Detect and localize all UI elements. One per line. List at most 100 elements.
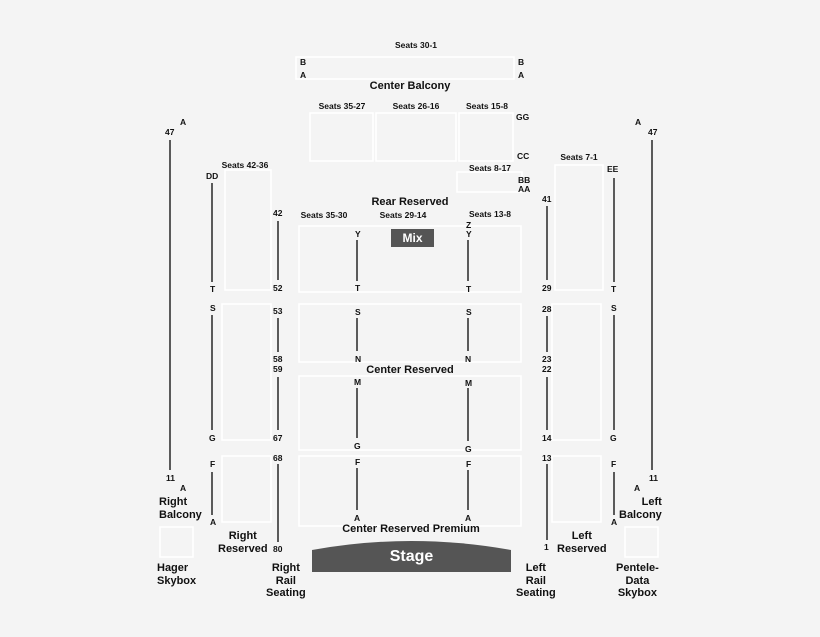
row-marker: G bbox=[209, 433, 216, 443]
seat-marker: 58 bbox=[273, 354, 283, 364]
row-marker: 47 bbox=[648, 127, 658, 137]
skybox[interactable] bbox=[624, 526, 659, 558]
mix-booth: Mix bbox=[391, 229, 434, 247]
center-balcony-label[interactable]: Center Balcony bbox=[369, 80, 451, 92]
row-marker: F bbox=[466, 459, 472, 469]
seat-marker: 28 bbox=[542, 304, 552, 314]
row-marker: A bbox=[180, 483, 187, 493]
row-marker: G bbox=[610, 433, 617, 443]
row-marker: N bbox=[355, 354, 362, 364]
seat-range-label: Seats 30-1 bbox=[394, 40, 438, 50]
side-section[interactable] bbox=[551, 303, 602, 441]
side-box[interactable] bbox=[224, 169, 272, 291]
row-marker: 11 bbox=[166, 473, 175, 483]
left-reserved-label[interactable]: Left Reserved bbox=[557, 530, 607, 555]
row-marker: F bbox=[210, 459, 216, 469]
row-marker: A bbox=[465, 513, 472, 523]
hager-skybox-label[interactable]: Hager Skybox bbox=[157, 562, 197, 587]
seat-marker: 59 bbox=[273, 364, 283, 374]
balcony-box[interactable] bbox=[458, 112, 514, 162]
seat-marker: 53 bbox=[273, 306, 283, 316]
seat-marker: 52 bbox=[273, 283, 283, 293]
rear-reserved-label[interactable]: Rear Reserved bbox=[371, 196, 449, 208]
row-marker: GG bbox=[516, 112, 530, 122]
row-marker: A bbox=[518, 70, 525, 80]
seat-range-label: Seats 26-16 bbox=[392, 101, 440, 111]
left-rail-seating-label[interactable]: Left Rail Seating bbox=[516, 562, 556, 600]
row-marker: G bbox=[465, 444, 472, 454]
center-reserved-section[interactable] bbox=[298, 303, 522, 363]
row-marker: F bbox=[355, 457, 361, 467]
balcony-box[interactable] bbox=[295, 56, 515, 80]
row-marker: S bbox=[466, 307, 472, 317]
row-marker: T bbox=[355, 283, 361, 293]
row-marker: S bbox=[355, 307, 361, 317]
center-reserved-label[interactable]: Center Reserved bbox=[366, 364, 454, 376]
row-marker: N bbox=[465, 354, 472, 364]
row-marker: F bbox=[611, 459, 617, 469]
rear-box[interactable] bbox=[456, 171, 523, 193]
seat-marker: 13 bbox=[542, 453, 552, 463]
seat-range-label: Seats 42-36 bbox=[221, 160, 269, 170]
row-marker: EE bbox=[607, 164, 619, 174]
row-marker: A bbox=[300, 70, 307, 80]
seat-range-label: Seats 8-17 bbox=[468, 163, 512, 173]
right-rail-seating-label[interactable]: Right Rail Seating bbox=[266, 562, 306, 600]
stage-label: Stage bbox=[389, 548, 434, 565]
row-marker: DD bbox=[206, 171, 219, 181]
seat-range-label: Seats 35-30 bbox=[300, 210, 348, 220]
seat-marker: 29 bbox=[542, 283, 552, 293]
row-marker: S bbox=[210, 303, 216, 313]
row-marker: 11 bbox=[649, 473, 658, 483]
row-marker: A bbox=[180, 117, 187, 127]
row-marker: Y bbox=[355, 229, 361, 239]
seat-range-label: Seats 35-27 bbox=[318, 101, 366, 111]
side-section[interactable] bbox=[221, 303, 272, 441]
side-section[interactable] bbox=[551, 455, 602, 523]
seat-marker: 67 bbox=[273, 433, 283, 443]
row-marker: T bbox=[210, 284, 216, 294]
row-marker: CC bbox=[517, 151, 530, 161]
row-marker: B bbox=[518, 57, 525, 67]
row-marker: AA bbox=[518, 184, 531, 194]
row-marker: B bbox=[300, 57, 307, 67]
rear-reserved-section[interactable] bbox=[298, 225, 522, 293]
seat-marker: 14 bbox=[542, 433, 552, 443]
skybox[interactable] bbox=[159, 526, 194, 558]
side-box[interactable] bbox=[554, 164, 604, 291]
seat-marker: 42 bbox=[273, 208, 283, 218]
row-marker: A bbox=[210, 517, 217, 527]
row-marker: A bbox=[611, 517, 618, 527]
center-reserved-premium-label[interactable]: Center Reserved Premium bbox=[342, 523, 480, 535]
seat-marker: 41 bbox=[542, 194, 552, 204]
seat-marker: 22 bbox=[542, 364, 552, 374]
row-marker: A bbox=[354, 513, 361, 523]
row-marker: M bbox=[465, 378, 473, 388]
row-marker: A bbox=[634, 483, 641, 493]
seat-range-label: Seats 7-1 bbox=[560, 152, 598, 162]
row-marker: Y bbox=[466, 229, 472, 239]
row-marker: 47 bbox=[165, 127, 175, 137]
right-balcony-label[interactable]: Right Balcony bbox=[159, 496, 202, 521]
seat-range-label: Seats 29-14 bbox=[379, 210, 427, 220]
pentele-data-skybox-label[interactable]: Pentele- Data Skybox bbox=[616, 562, 659, 600]
center-reserved-section[interactable] bbox=[298, 375, 522, 451]
balcony-box[interactable] bbox=[375, 112, 457, 162]
row-marker: Z bbox=[466, 220, 472, 230]
row-marker: A bbox=[635, 117, 642, 127]
balcony-box[interactable] bbox=[309, 112, 374, 162]
premium-section[interactable] bbox=[298, 455, 522, 527]
side-section[interactable] bbox=[221, 455, 272, 523]
seat-range-label: Seats 15-8 bbox=[465, 101, 509, 111]
row-marker: S bbox=[611, 303, 617, 313]
right-reserved-label[interactable]: Right Reserved bbox=[218, 530, 268, 555]
seat-marker: 80 bbox=[273, 544, 283, 554]
row-marker: M bbox=[354, 377, 362, 387]
seat-range-label: Seats 13-8 bbox=[468, 209, 512, 219]
row-marker: G bbox=[354, 441, 361, 451]
stage[interactable] bbox=[312, 541, 511, 572]
seat-marker: 23 bbox=[542, 354, 552, 364]
row-marker: BB bbox=[518, 175, 531, 185]
left-balcony-label[interactable]: Left Balcony bbox=[619, 496, 662, 521]
